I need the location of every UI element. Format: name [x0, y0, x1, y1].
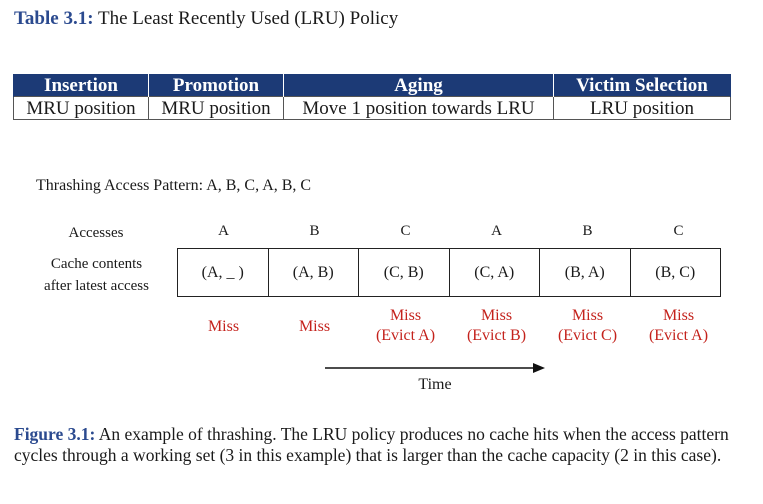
cache-cell: (B, C)	[629, 249, 721, 296]
table-caption-text: The Least Recently Used (LRU) Policy	[97, 8, 399, 29]
header-insertion: Insertion	[13, 74, 149, 97]
lru-policy-table: Insertion Promotion Aging Victim Selecti…	[13, 74, 731, 120]
cell-victim-selection: LRU position	[553, 96, 731, 120]
miss-label: Miss	[389, 307, 422, 324]
evict-label: (Evict A)	[375, 327, 436, 344]
table-header-row: Insertion Promotion Aging Victim Selecti…	[13, 74, 731, 97]
header-victim-selection: Victim Selection	[553, 74, 731, 97]
evict-label: (Evict C)	[557, 327, 618, 344]
figure-caption-label: Figure 3.1:	[14, 424, 96, 444]
cache-cell: (B, A)	[539, 249, 630, 296]
accesses-label: Accesses	[68, 225, 124, 241]
miss-result: Miss (Evict C)	[542, 306, 633, 346]
miss-result: Miss (Evict A)	[360, 306, 451, 346]
time-label: Time	[418, 376, 452, 393]
access-letter: B	[309, 223, 320, 239]
figure-caption: Figure 3.1: An example of thrashing. The…	[14, 424, 734, 466]
evict-label: (Evict B)	[466, 327, 527, 344]
miss-label: Miss	[662, 307, 695, 324]
cell-insertion: MRU position	[13, 96, 149, 120]
miss-label: Miss	[480, 307, 513, 324]
cache-cell: (C, B)	[358, 249, 449, 296]
cache-contents-label-line2: after latest access	[44, 278, 149, 294]
access-pattern-label: Thrashing Access Pattern: A, B, C, A, B,…	[36, 177, 312, 194]
table-caption-label: Table 3.1:	[14, 8, 94, 29]
miss-result: Miss	[178, 317, 269, 337]
access-letter: C	[400, 223, 411, 239]
table-row: MRU position MRU position Move 1 positio…	[13, 96, 731, 120]
time-arrow-icon	[325, 363, 545, 373]
table-caption: Table 3.1: The Least Recently Used (LRU)…	[14, 8, 398, 30]
miss-label: Miss	[571, 307, 604, 324]
header-aging: Aging	[283, 74, 554, 97]
figure-caption-text: An example of thrashing. The LRU policy …	[14, 424, 729, 465]
access-letter: A	[491, 223, 502, 239]
access-letter: B	[582, 223, 593, 239]
cache-contents-label-line1: Cache contents	[50, 256, 143, 272]
header-promotion: Promotion	[148, 74, 284, 97]
miss-label: Miss	[298, 318, 331, 335]
cache-cell: (C, A)	[448, 249, 540, 296]
cache-contents-grid: (A, _ ) (A, B) (C, B) (C, A) (B, A) (B, …	[177, 248, 721, 297]
miss-result: Miss (Evict B)	[451, 306, 542, 346]
miss-result: Miss (Evict A)	[633, 306, 724, 346]
miss-result: Miss	[269, 317, 360, 337]
access-letter: A	[218, 223, 229, 239]
cache-contents-label: Cache contents after latest access	[28, 253, 165, 297]
miss-label: Miss	[207, 318, 240, 335]
access-letter: C	[673, 223, 684, 239]
cell-aging: Move 1 position towards LRU	[283, 96, 554, 120]
evict-label: (Evict A)	[648, 327, 709, 344]
cache-cell: (A, B)	[267, 249, 359, 296]
cell-promotion: MRU position	[148, 96, 284, 120]
cache-cell: (A, _ )	[201, 263, 244, 281]
